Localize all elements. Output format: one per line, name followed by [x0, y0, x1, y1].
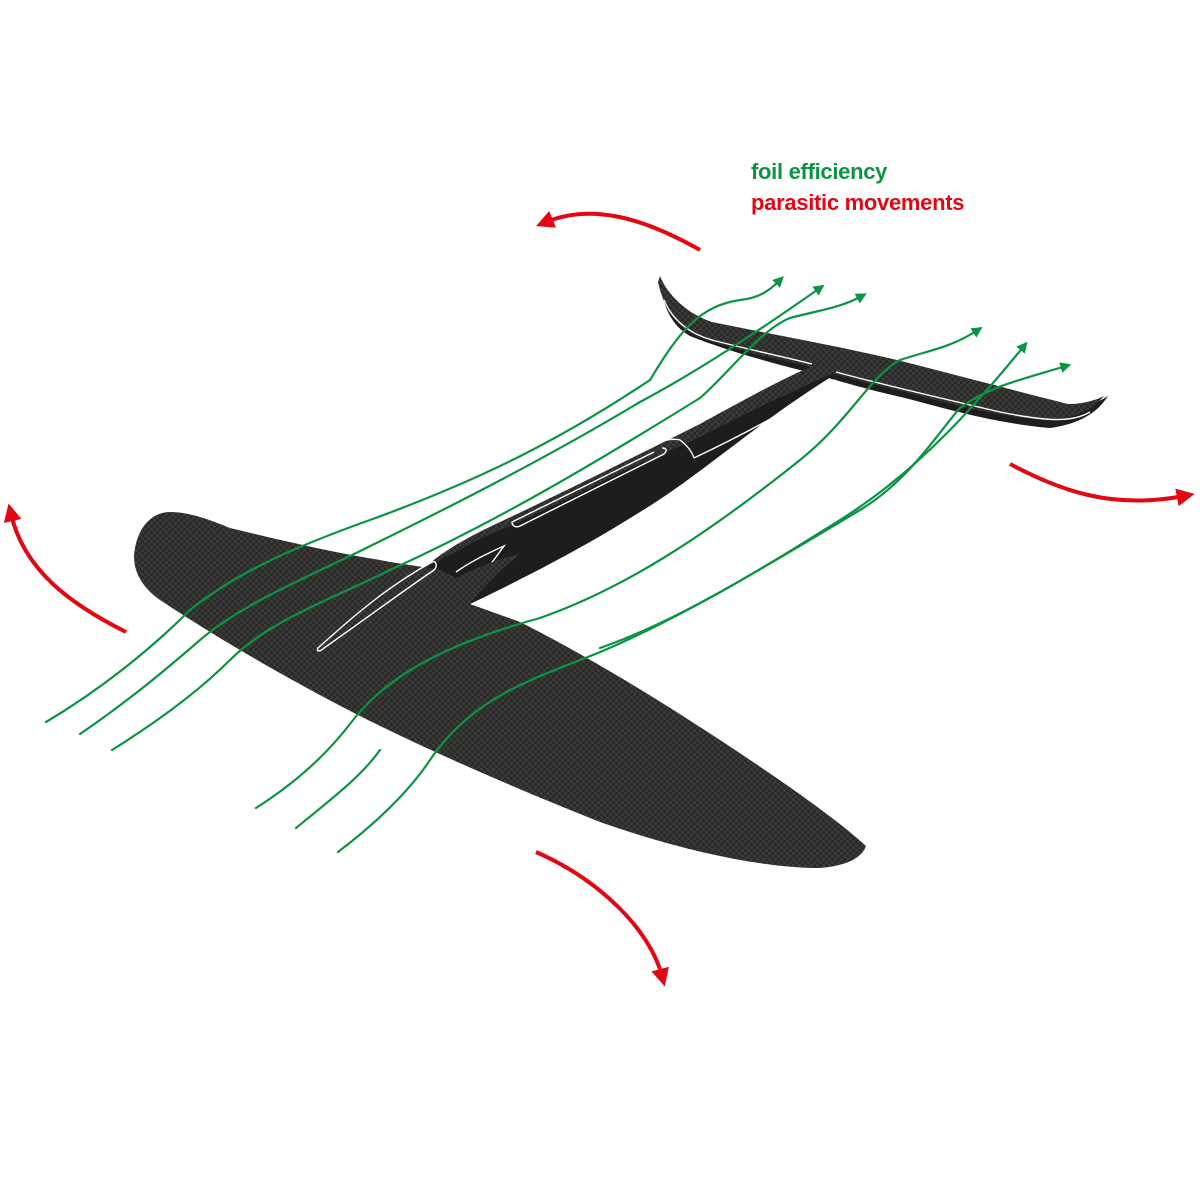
arrow-top-left: [536, 210, 701, 252]
arrow-bottom: [535, 850, 669, 987]
flow-line: [254, 327, 983, 810]
arrow-left: [3, 503, 127, 634]
parasitic-arrows: [3, 210, 1195, 987]
flow-line: [336, 362, 1072, 854]
flow-lines: [44, 276, 1072, 854]
arrow-right: [1009, 462, 1195, 507]
fuselage: [412, 366, 837, 604]
legend-foil-efficiency: foil efficiency: [751, 159, 888, 184]
flow-line: [110, 293, 867, 752]
legend-parasitic-movements: parasitic movements: [751, 190, 965, 215]
flow-line: [78, 284, 825, 736]
front-wing: [134, 512, 866, 868]
flow-line: [44, 276, 784, 724]
legend: foil efficiency parasitic movements: [751, 156, 964, 218]
